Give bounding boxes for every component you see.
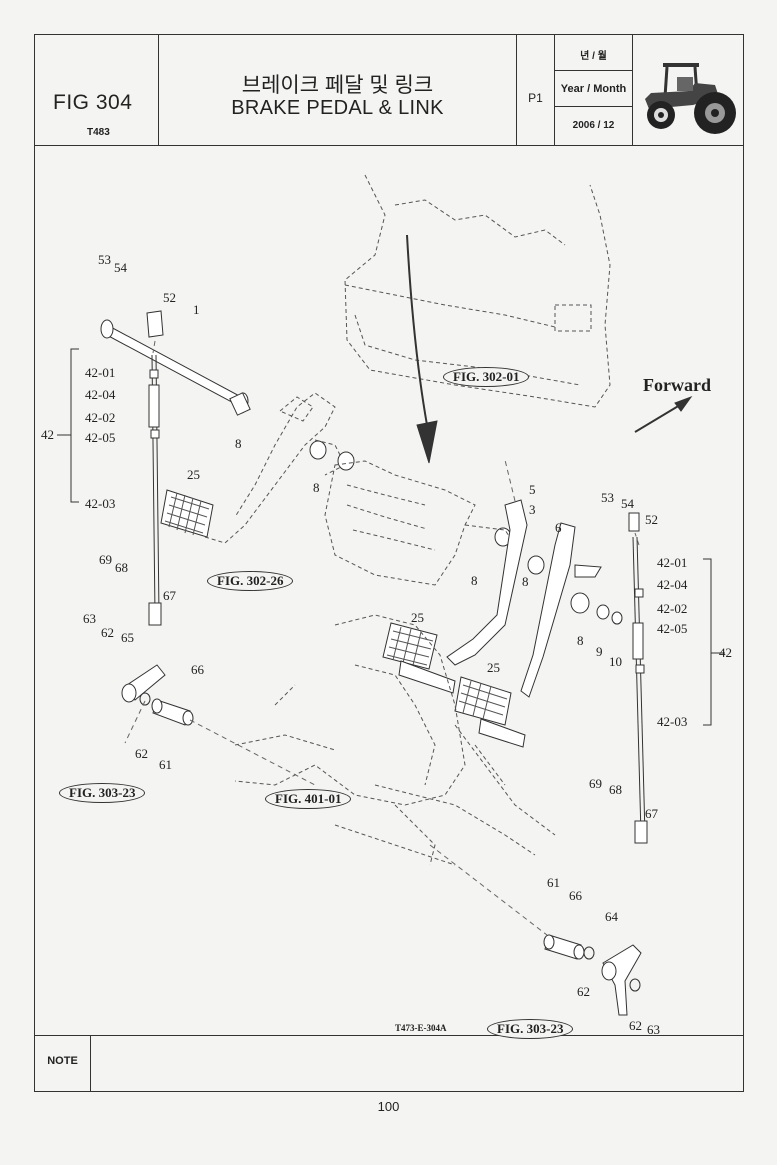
part-label: 42-03 — [85, 496, 116, 511]
page-number: 100 — [377, 1099, 400, 1114]
date-label-korean: 년 / 월 — [555, 35, 632, 71]
part-label: 66 — [569, 888, 582, 903]
title-cell: 브레이크 페달 및 링크 BRAKE PEDAL & LINK — [159, 35, 517, 145]
part-label: 42 — [719, 645, 732, 660]
part-label: 42-03 — [657, 714, 688, 729]
part-label: 8 — [522, 574, 529, 589]
part-label: 8 — [313, 480, 320, 495]
part-label: 42-04 — [85, 387, 116, 402]
part-label: 42-05 — [85, 430, 116, 445]
part-label: 61 — [159, 757, 172, 772]
figure-reference[interactable]: FIG. 303-23 — [487, 1019, 574, 1039]
tractor-icon — [645, 63, 736, 134]
part-label: 10 — [609, 654, 622, 669]
header: FIG 304 T483 브레이크 페달 및 링크 BRAKE PEDAL & … — [35, 35, 743, 146]
part-label: 67 — [645, 806, 658, 821]
page-label: P1 — [528, 91, 543, 105]
part-label: 66 — [191, 662, 204, 677]
part-label: 65 — [121, 630, 134, 645]
part-label: 8 — [577, 633, 584, 648]
part-label: 9 — [596, 644, 603, 659]
part-label: 67 — [163, 588, 176, 603]
exploded-diagram: .pl { position:absolute; font-family:"Li… — [35, 145, 743, 1039]
part-label: 25 — [187, 467, 200, 482]
date-cell: 년 / 월 Year / Month 2006 / 12 — [555, 35, 633, 145]
part-label: 42-01 — [657, 555, 688, 570]
parts-sheet: FIG 304 T483 브레이크 페달 및 링크 BRAKE PEDAL & … — [34, 34, 744, 1092]
note-label: NOTE — [35, 1035, 91, 1091]
part-label: 61 — [547, 875, 560, 890]
part-label: 63 — [647, 1022, 660, 1037]
part-label: 62 — [629, 1018, 642, 1033]
part-label: 64 — [605, 909, 618, 924]
part-label: 69 — [589, 776, 602, 791]
figure-reference[interactable]: FIG. 401-01 — [265, 789, 352, 809]
fig-number-cell: FIG 304 T483 — [35, 35, 159, 145]
part-label: 54 — [621, 496, 634, 511]
part-label: 54 — [114, 260, 127, 275]
part-label: 68 — [115, 560, 128, 575]
part-label: 62 — [577, 984, 590, 999]
part-label: 63 — [83, 611, 96, 626]
part-label: 6 — [555, 520, 562, 535]
part-labels: .pl { position:absolute; font-family:"Li… — [35, 145, 743, 1039]
part-label: 52 — [645, 512, 658, 527]
part-label: 42-01 — [85, 365, 116, 380]
part-label: 42 — [41, 427, 54, 442]
title-english: BRAKE PEDAL & LINK — [231, 97, 444, 119]
part-label: 1 — [193, 302, 200, 317]
date-value: 2006 / 12 — [572, 120, 615, 131]
part-label: 69 — [99, 552, 112, 567]
part-label: 42-05 — [657, 621, 688, 636]
drawing-code: T473-E-304A — [395, 1023, 447, 1033]
part-label: 42-02 — [85, 410, 116, 425]
part-label: 25 — [411, 610, 424, 625]
date-label-english: Year / Month — [555, 71, 632, 107]
note-row: NOTE — [35, 1035, 743, 1091]
part-label: 62 — [135, 746, 148, 761]
part-label: 8 — [235, 436, 242, 451]
part-label: 52 — [163, 290, 176, 305]
part-label: 5 — [529, 482, 536, 497]
part-label: 8 — [471, 573, 478, 588]
figure-reference[interactable]: FIG. 302-26 — [207, 571, 294, 591]
part-label: 42-04 — [657, 577, 688, 592]
part-label: 53 — [98, 252, 111, 267]
part-label: 3 — [529, 502, 536, 517]
diagram-svg — [57, 174, 725, 1016]
fig-code: T483 — [87, 127, 110, 138]
part-label: 53 — [601, 490, 614, 505]
part-label: 25 — [487, 660, 500, 675]
part-label: 62 — [101, 625, 114, 640]
page-cell: P1 — [517, 35, 555, 145]
tractor-image-cell — [633, 35, 745, 145]
title-korean: 브레이크 페달 및 링크 — [241, 74, 434, 97]
figure-reference[interactable]: FIG. 303-23 — [59, 783, 146, 803]
part-label: 42-02 — [657, 601, 688, 616]
fig-number: FIG 304 — [53, 91, 133, 114]
part-label: 68 — [609, 782, 622, 797]
forward-label: Forward — [643, 375, 711, 395]
figure-reference[interactable]: FIG. 302-01 — [443, 367, 530, 387]
